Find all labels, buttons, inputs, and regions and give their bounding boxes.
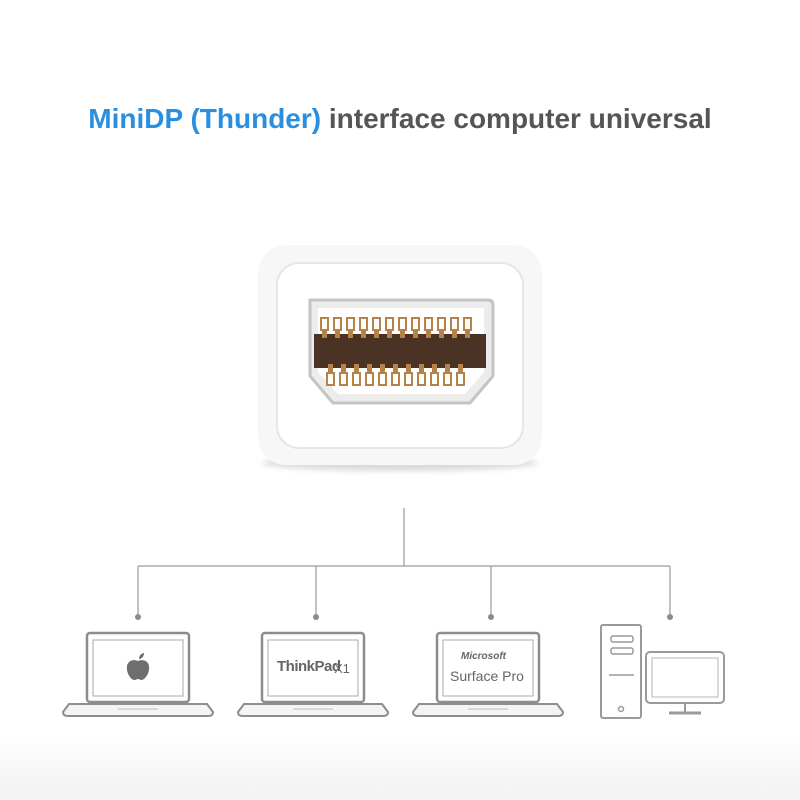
microsoft-brand-label: Microsoft <box>461 651 506 662</box>
apple-logo-icon <box>126 653 150 680</box>
thinkpad-model-label: X1 <box>334 661 350 676</box>
mini-displayport-connector-icon <box>308 298 495 405</box>
thinkpad-laptop-icon <box>236 631 390 717</box>
connection-dots <box>135 614 673 620</box>
thinkpad-brand-label: ThinkPad <box>277 658 341 675</box>
desktop-computer-icon <box>600 624 725 719</box>
apple-laptop-icon <box>61 631 215 717</box>
headline-highlight: MiniDP (Thunder) <box>88 103 322 134</box>
connection-lines <box>137 508 671 617</box>
floor-shadow <box>0 735 800 800</box>
mini-displayport-adapter <box>258 245 542 471</box>
surface-laptop-icon <box>411 631 565 717</box>
headline-rest: interface computer universal <box>328 103 712 134</box>
surface-model-label: Surface Pro <box>450 668 524 684</box>
headline: MiniDP (Thunder) interface computer univ… <box>0 103 800 135</box>
